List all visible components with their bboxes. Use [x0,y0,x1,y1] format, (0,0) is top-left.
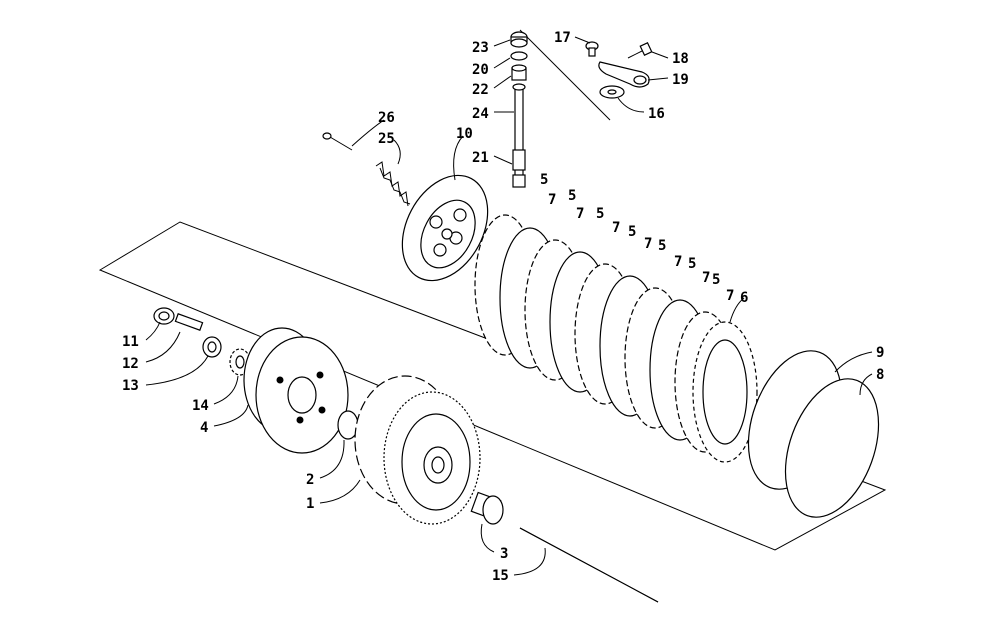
part-11-bearing [153,307,175,325]
leader-lines [145,36,873,576]
callout-5: 5 [658,238,666,254]
callout-3: 3 [500,546,508,562]
part-16-washer [599,85,625,99]
callout-23: 23 [472,40,489,56]
callout-7: 7 [548,192,556,208]
part-3-sleeve [470,491,504,525]
callout-7: 7 [702,270,710,286]
part-10-pressure-plate [401,174,489,282]
callout-20: 20 [472,62,489,78]
callout-11: 11 [122,334,139,350]
callout-labels: 23 20 22 24 21 17 18 19 16 26 25 10 5 7 … [122,30,884,584]
callout-8: 8 [876,367,884,383]
part-26-bolt [322,132,353,151]
callout-7: 7 [576,206,584,222]
part-1-clutch-basket [354,375,481,525]
callout-5: 5 [596,206,604,222]
callout-21: 21 [472,150,489,166]
callout-7: 7 [674,254,682,270]
assembly-boundary [98,221,887,551]
callout-16: 16 [648,106,665,122]
callout-5: 5 [688,256,696,272]
part-18-bolt [627,41,653,59]
part-20-washer [510,51,528,61]
callout-12: 12 [122,356,139,372]
callout-25: 25 [378,131,395,147]
lever-boundary-line [519,29,611,121]
part-25-spring [375,161,411,207]
callout-19: 19 [672,72,689,88]
callout-10: 10 [456,126,473,142]
callout-14: 14 [192,398,209,414]
callout-6: 6 [740,290,748,306]
callout-1: 1 [306,496,314,512]
callout-5: 5 [568,188,576,204]
part-19-lever [598,61,650,88]
part-4-clutch-hub [243,327,349,454]
callout-18: 18 [672,51,689,67]
callout-9: 9 [876,345,884,361]
clutch-plate-stack [474,214,758,463]
callout-7: 7 [612,220,620,236]
callout-24: 24 [472,106,489,122]
part-8-ring [784,378,880,518]
part-13-washer [202,336,222,358]
callout-7: 7 [644,236,652,252]
part-17-bolt [585,41,599,57]
callout-17: 17 [554,30,571,46]
callout-4: 4 [200,420,208,436]
part-22-bushing [511,64,527,81]
callout-26: 26 [378,110,395,126]
callout-5: 5 [712,272,720,288]
part-12-bolt [174,313,204,331]
callout-13: 13 [122,378,139,394]
callout-15: 15 [492,568,509,584]
callout-5: 5 [628,224,636,240]
part-23-nut [510,31,528,48]
callout-22: 22 [472,82,489,98]
callout-7: 7 [726,288,734,304]
part-24-shaft [512,83,526,188]
callout-2: 2 [306,472,314,488]
part-15-push-rod [519,527,659,603]
callout-5: 5 [540,172,548,188]
